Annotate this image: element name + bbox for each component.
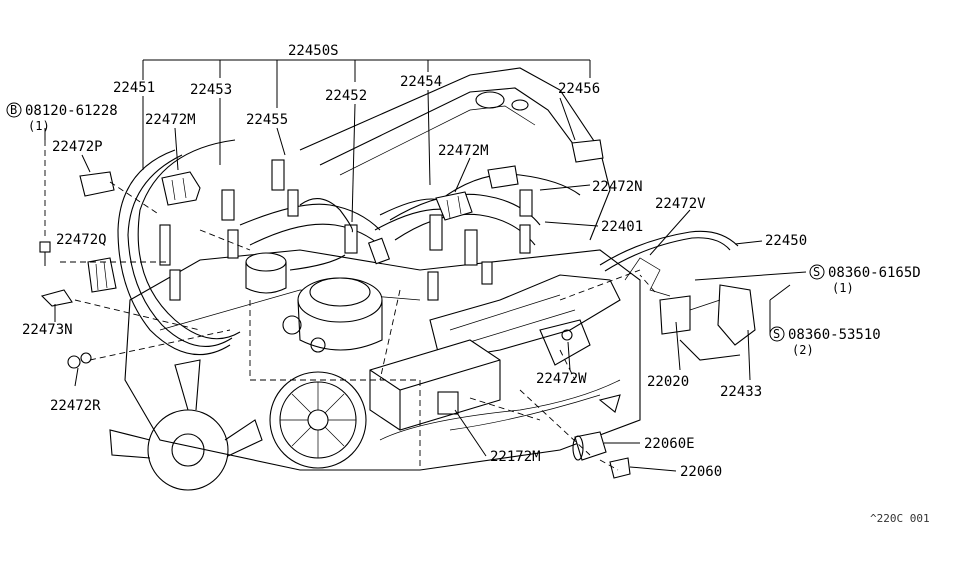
label-22450S: 22450S: [288, 43, 339, 59]
label-22453: 22453: [190, 82, 232, 98]
label-22472W: 22472W: [536, 371, 587, 387]
fastener-screw-s2: S 08360-53510 (2): [769, 326, 881, 357]
fastener-bolt-b: B 08120-61228 (1): [6, 102, 118, 133]
screw-s1-symbol-letter: S: [813, 265, 820, 279]
phantom-lines: [44, 140, 656, 471]
label-22472M-center: 22472M: [438, 143, 489, 159]
label-22472R: 22472R: [50, 398, 101, 414]
part-labels: 22450S 22451 22453 22455 22452 22454 224…: [22, 43, 807, 480]
label-22456: 22456: [558, 81, 600, 97]
label-22451: 22451: [113, 80, 155, 96]
label-22472N: 22472N: [592, 179, 643, 195]
screw-s1-quantity: (1): [832, 281, 854, 295]
label-22473N: 22473N: [22, 322, 73, 338]
fastener-screw-s1: S 08360-6165D (1): [809, 264, 921, 295]
label-22020: 22020: [647, 374, 689, 390]
label-22060: 22060: [680, 464, 722, 480]
label-22472M-left: 22472M: [145, 112, 196, 128]
bolt-b-quantity: (1): [28, 119, 50, 133]
label-22472V: 22472V: [655, 196, 706, 212]
bolt-b-symbol-letter: B: [10, 103, 17, 117]
screw-s1-part-number: 08360-6165D: [828, 265, 921, 281]
label-22472P: 22472P: [52, 139, 103, 155]
screw-s2-symbol: [769, 326, 785, 342]
label-22172M: 22172M: [490, 449, 541, 465]
screw-s2-quantity: (2): [792, 343, 814, 357]
engine-block-drawing: [109, 67, 756, 491]
label-22450: 22450: [765, 233, 807, 249]
label-22455: 22455: [246, 112, 288, 128]
bolt-b-symbol: [6, 102, 22, 118]
screw-s2-symbol-letter: S: [773, 327, 780, 341]
label-22401: 22401: [601, 219, 643, 235]
drawing-reference-number: ^220C 001: [870, 512, 930, 525]
label-22472Q: 22472Q: [56, 232, 107, 248]
label-22452: 22452: [325, 88, 367, 104]
leader-lines: [44, 59, 807, 472]
label-22433: 22433: [720, 384, 762, 400]
screw-s2-part-number: 08360-53510: [788, 327, 881, 343]
label-22060E: 22060E: [644, 436, 695, 452]
label-22454: 22454: [400, 74, 442, 90]
bolt-b-part-number: 08120-61228: [25, 103, 118, 119]
screw-s1-symbol: [809, 264, 825, 280]
spark-plug-wires: [39, 139, 604, 369]
